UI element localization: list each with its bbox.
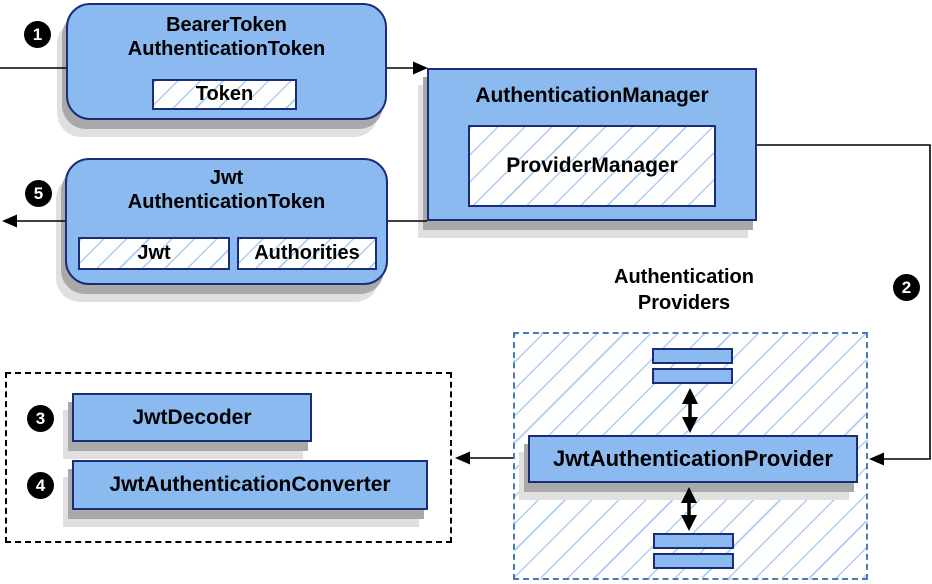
token-field: Token <box>152 79 297 110</box>
bearer-token-title-line2: AuthenticationToken <box>127 38 326 60</box>
step-4-marker: 4 <box>27 472 54 499</box>
provider-manager-field: ProviderManager <box>468 125 716 207</box>
arrowhead-manager-to-provider <box>869 452 884 466</box>
bearer-token-title-line1: BearerToken <box>166 14 287 36</box>
token-field-label: Token <box>195 83 254 105</box>
step-3-marker: 3 <box>27 405 54 432</box>
arrowhead-provider-to-decoder-group <box>455 451 470 465</box>
step-2-marker: 2 <box>893 274 920 301</box>
step-2-digit: 2 <box>901 277 912 297</box>
arrowhead-bearer-to-manager <box>413 61 428 75</box>
authentication-providers-title-line2: Providers <box>637 292 731 314</box>
jwt-token-title-line2: AuthenticationToken <box>127 191 326 213</box>
jwt-decoder-node: JwtDecoder <box>72 393 312 442</box>
provider-manager-label: ProviderManager <box>506 154 678 177</box>
step-1-digit: 1 <box>32 24 43 44</box>
authentication-providers-title-line1: Authentication <box>614 266 754 288</box>
jwt-authentication-token-node: Jwt AuthenticationToken Jwt Authorities <box>65 158 388 285</box>
jwt-authentication-provider-label: JwtAuthenticationProvider <box>553 446 833 471</box>
provider-placeholder-rect <box>653 533 734 549</box>
jwt-token-title-line1: Jwt <box>209 167 244 189</box>
authentication-manager-title: AuthenticationManager <box>475 84 709 107</box>
authentication-manager-node: AuthenticationManager ProviderManager <box>427 68 757 221</box>
provider-placeholder-rect <box>652 348 733 364</box>
step-5-marker: 5 <box>25 180 52 207</box>
provider-placeholder-rect <box>653 553 734 569</box>
authentication-providers-title: Authentication Providers <box>564 264 804 316</box>
jwt-authentication-converter-node: JwtAuthenticationConverter <box>72 460 428 510</box>
arrowhead-jwt-token-outgoing <box>2 214 17 228</box>
decoder-converter-group-box <box>5 372 452 543</box>
authorities-field-label: Authorities <box>254 242 360 264</box>
step-4-digit: 4 <box>35 475 46 495</box>
jwt-authentication-converter-label: JwtAuthenticationConverter <box>109 473 391 496</box>
jwt-authentication-provider-node: JwtAuthenticationProvider <box>528 435 858 483</box>
bearer-token-node-title: BearerToken AuthenticationToken <box>68 5 385 61</box>
bearer-token-authentication-token-node: BearerToken AuthenticationToken Token <box>66 3 387 120</box>
jwt-field-label: Jwt <box>137 242 171 264</box>
step-1-marker: 1 <box>24 21 51 48</box>
jwt-token-node-title: Jwt AuthenticationToken <box>67 160 386 214</box>
authorities-field: Authorities <box>237 237 377 270</box>
jwt-field: Jwt <box>78 237 230 270</box>
step-3-digit: 3 <box>35 408 46 428</box>
step-5-digit: 5 <box>33 183 44 203</box>
jwt-decoder-label: JwtDecoder <box>132 405 252 429</box>
provider-placeholder-rect <box>652 368 733 384</box>
